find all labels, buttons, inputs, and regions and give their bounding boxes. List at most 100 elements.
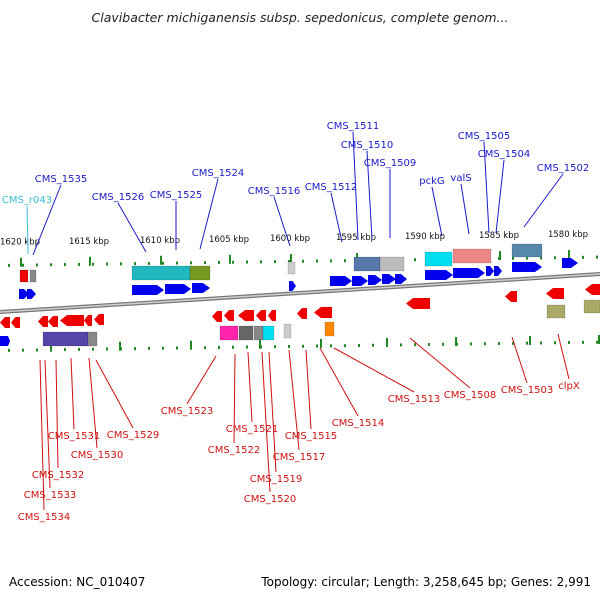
tick-dot-forward [162,261,164,265]
gene-label-reverse: CMS_1503 [501,385,553,396]
major-tick [160,255,162,265]
reverse-arrow [406,298,430,309]
leader-line-reverse [95,359,134,429]
tick-dot-forward [246,260,248,264]
kbp-tick-label: 1595 kbp [336,233,376,243]
gene-box [546,304,566,319]
forward-arrow [486,266,494,276]
tick-dot-forward [582,255,584,259]
major-tick [499,251,501,261]
major-tick [568,250,570,260]
gene-box [253,325,264,341]
gene-label-forward: pckG [419,176,444,187]
reverse-arrow [212,311,222,322]
tick-dot-reverse [246,345,248,349]
leader-line-reverse [44,359,51,489]
gene-label-forward: CMS_1524 [192,168,244,179]
tick-dot-reverse [582,340,584,344]
tick-dot-reverse [92,347,94,351]
reverse-arrow [11,317,20,328]
gene-box [287,261,296,275]
leader-line-forward [273,196,291,247]
reverse-arrow [94,314,104,325]
tick-dot-forward [288,259,290,263]
major-tick-reverse [50,342,52,352]
tick-dot-reverse [78,347,80,351]
gene-label-reverse: CMS_1532 [32,470,84,481]
reverse-arrow [48,316,58,327]
gene-box [189,265,211,281]
gene-label-reverse: CMS_1530 [71,450,123,461]
accession-label: Accession: NC_010407 [9,575,146,589]
leader-line-reverse [557,333,570,380]
reverse-arrow [297,308,307,319]
tick-dot-forward [232,260,234,264]
leader-line-reverse [88,357,98,449]
reverse-arrow [60,315,84,326]
leader-line-forward [330,192,343,243]
forward-arrow [192,283,210,293]
leader-line-forward [32,184,62,256]
leader-line-forward [117,202,147,253]
gene-box [511,243,543,258]
forward-arrow [289,281,296,291]
tick-dot-reverse [358,343,360,347]
backbone-highlight [0,273,600,313]
forward-arrow [132,285,164,295]
tick-dot-reverse [134,347,136,351]
major-tick [229,254,231,264]
tick-dot-reverse [526,341,528,345]
gene-box [219,325,239,341]
tick-dot-reverse [8,348,10,352]
forward-arrow [425,270,453,280]
leader-line-reverse [186,355,217,405]
tick-dot-reverse [232,345,234,349]
forward-arrow [330,276,352,286]
gene-label-reverse: CMS_1519 [250,474,302,485]
reverse-arrow [585,284,600,295]
gene-box [19,269,29,283]
forward-arrow [382,274,396,284]
reverse-arrow [256,310,266,321]
tick-dot-reverse [204,346,206,350]
tick-dot-forward [274,260,276,264]
major-tick-reverse [190,340,192,350]
tick-dot-reverse [498,342,500,346]
tick-dot-forward [526,256,528,260]
major-tick-reverse [455,337,457,347]
kbp-tick-label: 1610 kbp [140,236,180,246]
gene-label-forward: CMS_1509 [364,158,416,169]
leader-line-forward [26,205,29,255]
leader-lines [26,131,570,511]
gene-label-reverse: clpX [558,381,580,392]
leader-line-reverse [247,351,253,423]
leader-line-reverse [55,359,59,469]
leader-line-forward [460,183,470,235]
leader-line-reverse [333,347,415,393]
tick-dot-forward [92,262,94,266]
topology-label: Topology: circular; Length: 3,258,645 bp… [261,575,591,589]
map-title: Clavibacter michiganensis subsp. sepedon… [91,10,509,25]
tick-dot-reverse [428,343,430,347]
forward-arrow [368,275,382,285]
tick-dot-forward [176,261,178,265]
reverse-arrow [84,315,92,326]
tick-dot-reverse [64,348,66,352]
tick-dot-forward [316,259,318,263]
tick-dot-forward [78,262,80,266]
tick-dot-forward [134,262,136,266]
tick-dot-forward [148,261,150,265]
tick-dot-reverse [22,348,24,352]
tick-dot-forward [22,263,24,267]
tick-dot-reverse [470,342,472,346]
tick-dot-forward [190,261,192,265]
leader-line-forward [199,178,219,250]
major-tick-reverse [119,341,121,351]
tick-dot-forward [64,263,66,267]
gene-label-reverse: CMS_1514 [332,418,384,429]
leader-line-forward [495,159,505,234]
forward-arrow [494,266,502,276]
tick-dot-reverse [148,346,150,350]
kbp-tick-label: 1585 kbp [479,231,519,241]
tick-dot-forward [554,256,556,260]
